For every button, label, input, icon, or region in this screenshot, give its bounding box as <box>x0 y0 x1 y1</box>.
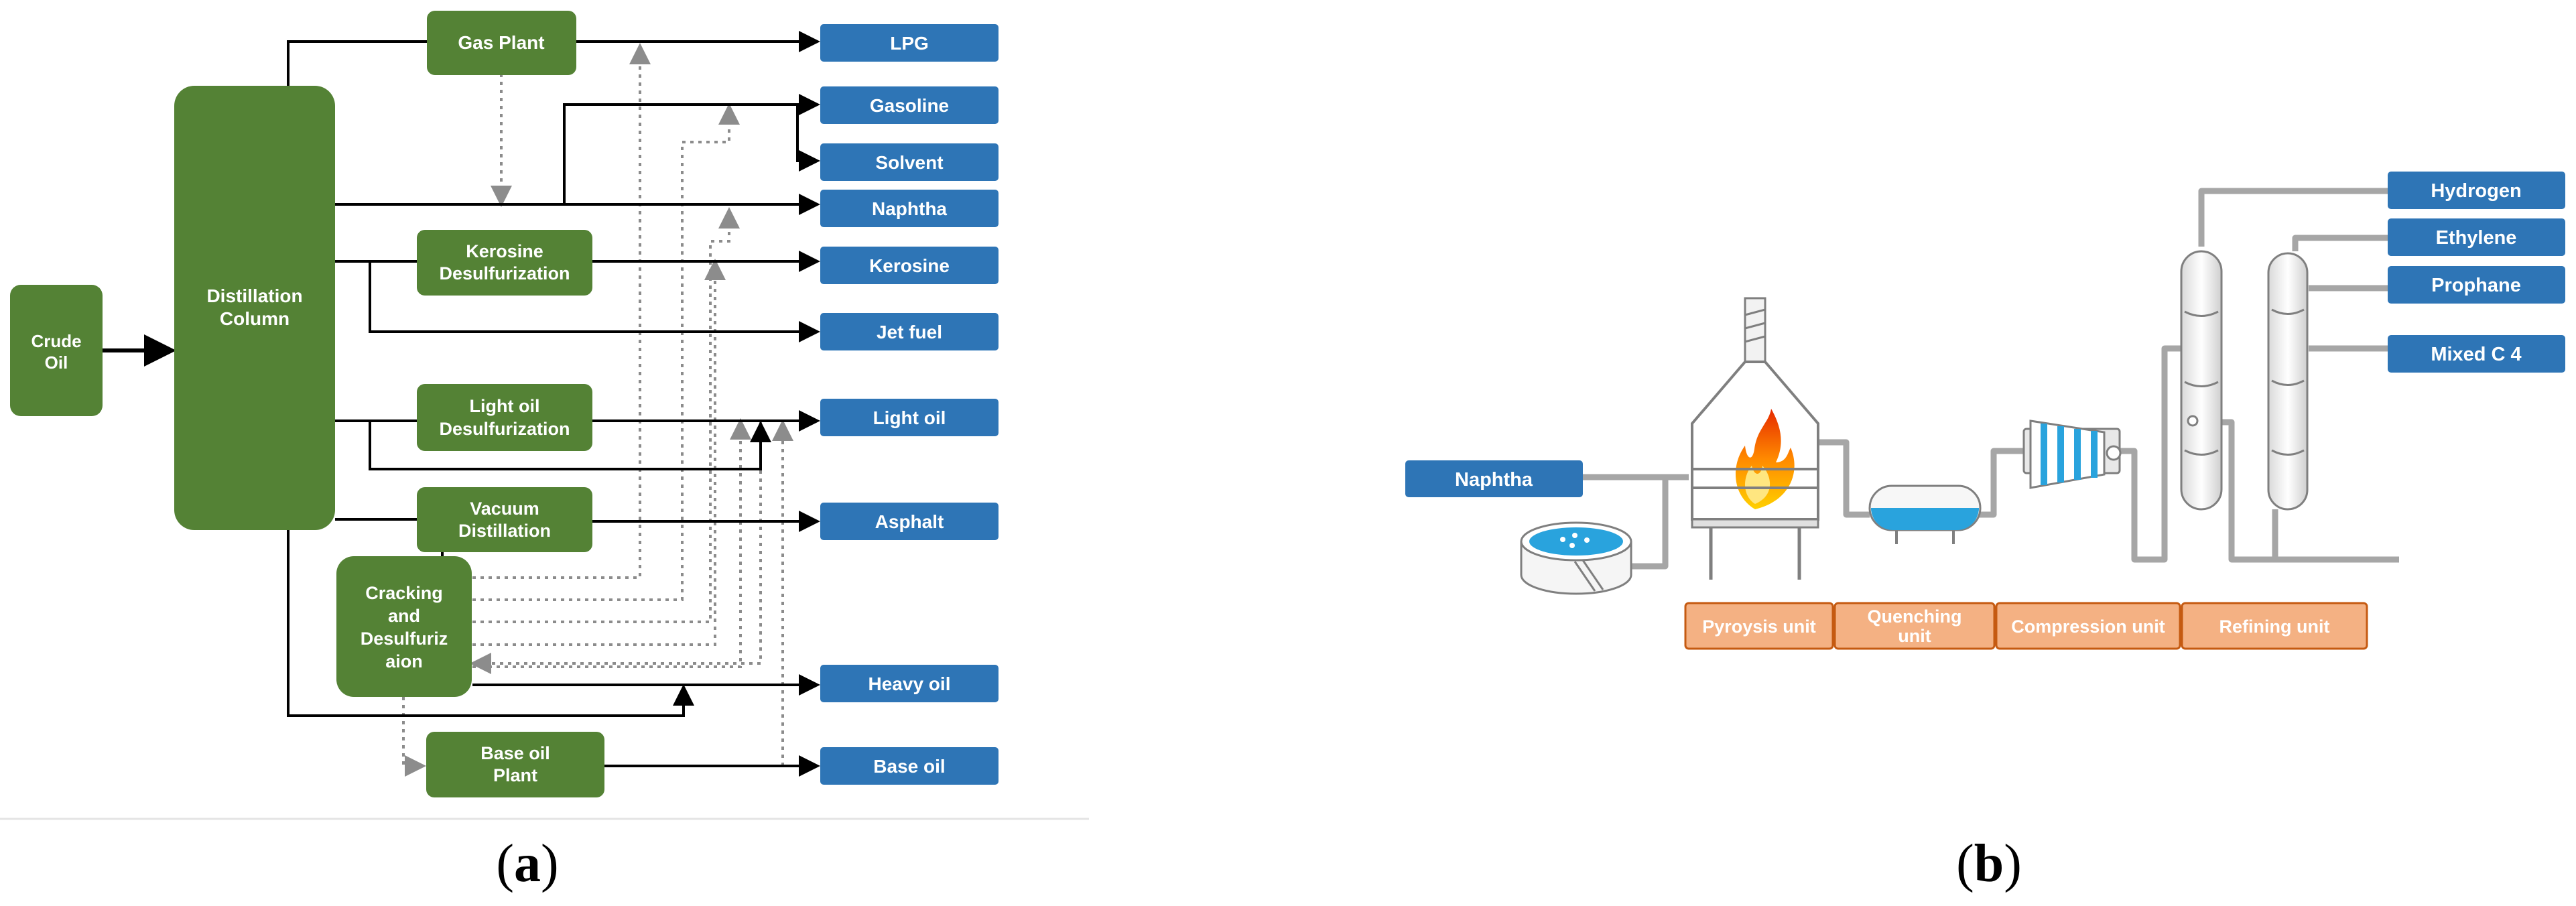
light-oil-desulf-label-1: Light oil <box>470 396 540 416</box>
product-asphalt-label: Asphalt <box>875 511 944 532</box>
flow-column-bottom-to-heavy-oil <box>287 528 694 717</box>
stage-quenching-label-1: Quenching <box>1868 606 1962 627</box>
product-base-oil: Base oil <box>820 747 999 785</box>
gas-plant-label: Gas Plant <box>458 32 544 53</box>
solid-flows <box>103 31 820 777</box>
product-hydrogen-label: Hydrogen <box>2431 180 2521 202</box>
kerosine-desulf-label-2: Desulfurization <box>439 263 570 283</box>
stage-refining-label: Refining unit <box>2219 617 2330 637</box>
panel-b-naphtha-cracking: Naphtha <box>1405 172 2565 893</box>
flow-cracking-to-light-oil-a <box>472 418 751 668</box>
caption-a: (a) <box>496 834 558 893</box>
kerosine-desulf-label-1: Kerosine <box>466 241 543 261</box>
pipe-pool-to-feed <box>1632 477 1669 570</box>
unit-vacuum-distillation: Vacuum Distillation <box>417 487 592 552</box>
refining-column-1-icon <box>2180 250 2223 511</box>
quenching-drum-icon <box>1868 484 1982 544</box>
cracking-label-3: Desulfuriz <box>361 629 448 649</box>
stage-quenching-label-2: unit <box>1898 626 1931 646</box>
pipe-furnace-to-quench <box>1803 439 1870 518</box>
product-kerosine: Kerosine <box>820 247 999 284</box>
product-ethylene: Ethylene <box>2388 218 2565 256</box>
flow-to-solvent <box>796 105 820 172</box>
base-oil-plant-label-2: Plant <box>493 765 537 785</box>
cracking-label-1: Cracking <box>365 583 443 603</box>
vacuum-label-1: Vacuum <box>470 499 539 519</box>
stage-compression-label: Compression unit <box>2011 617 2165 637</box>
product-mixed-c4: Mixed C 4 <box>2388 335 2565 373</box>
product-lpg-label: LPG <box>890 33 929 54</box>
product-lpg: LPG <box>820 24 999 62</box>
product-solvent-label: Solvent <box>875 152 943 173</box>
crude-oil-label-2: Oil <box>45 352 68 373</box>
flow-column-to-gas-plant <box>287 40 427 87</box>
flow-cracking-to-gasoline <box>472 103 740 601</box>
cracking-label-4: aion <box>385 651 423 671</box>
product-asphalt: Asphalt <box>820 503 999 540</box>
distillation-column-label-1: Distillation <box>206 285 302 306</box>
product-naphtha-label: Naphtha <box>872 198 947 219</box>
unit-base-oil-plant: Base oil Plant <box>426 732 604 797</box>
product-solvent: Solvent <box>820 143 999 181</box>
feed-naphtha: Naphtha <box>1405 460 1583 497</box>
refining-column-2-icon <box>2267 252 2309 511</box>
product-hydrogen: Hydrogen <box>2388 172 2565 209</box>
light-oil-desulf-label-2: Desulfurization <box>439 419 570 439</box>
product-ethylene-label: Ethylene <box>2436 227 2517 249</box>
product-jet-fuel-label: Jet fuel <box>877 322 942 342</box>
product-light-oil: Light oil <box>820 399 999 436</box>
flow-cracking-to-base-oil-plant <box>402 697 426 777</box>
base-oil-plant-label-1: Base oil <box>480 743 550 763</box>
unit-cracking-desulfurization: Cracking and Desulfuriz aion <box>336 556 472 697</box>
product-mixed-c4-label: Mixed C 4 <box>2431 344 2521 365</box>
caption-b: (b) <box>1956 834 2022 893</box>
vacuum-label-2: Distillation <box>458 521 551 541</box>
product-base-oil-label: Base oil <box>873 756 945 777</box>
product-prophane: Prophane <box>2388 266 2565 304</box>
flow-bypass-to-light-oil <box>369 421 771 470</box>
unit-light-oil-desulfurization: Light oil Desulfurization <box>417 384 592 451</box>
product-naphtha: Naphtha <box>820 190 999 227</box>
crude-oil-label-1: Crude <box>31 331 81 351</box>
product-heavy-oil-label: Heavy oil <box>868 673 951 694</box>
flow-to-jet-fuel <box>369 261 820 342</box>
dotted-flows <box>402 43 793 777</box>
stage-pyrolysis-label: Pyroysis unit <box>1702 617 1816 637</box>
product-prophane-label: Prophane <box>2431 275 2521 296</box>
product-jet-fuel: Jet fuel <box>820 313 999 350</box>
product-light-oil-label: Light oil <box>873 407 946 428</box>
pyrolysis-furnace-icon <box>1691 297 1819 580</box>
pipe-to-hydrogen <box>2198 188 2388 247</box>
stage-pyrolysis: Pyroysis unit <box>1684 602 1834 650</box>
panel-a-process-flow: Crude Oil Distillation Column Gas Plant … <box>0 11 1089 893</box>
unit-gas-plant: Gas Plant <box>427 11 576 75</box>
pipe-compressor-to-column1 <box>2120 345 2190 563</box>
cracking-label-2: and <box>388 606 420 626</box>
stage-compression: Compression unit <box>1995 602 2181 650</box>
pipe-column1-to-column2 <box>2213 419 2278 563</box>
unit-kerosine-desulfurization: Kerosine Desulfurization <box>417 230 592 296</box>
unit-crude-oil: Crude Oil <box>10 285 103 416</box>
water-pool-icon <box>1520 521 1632 595</box>
product-gasoline: Gasoline <box>820 86 999 124</box>
distillation-column-label-2: Column <box>220 308 289 329</box>
feed-naphtha-label: Naphtha <box>1455 469 1533 491</box>
product-heavy-oil: Heavy oil <box>820 665 999 702</box>
compressor-icon <box>2022 419 2122 489</box>
stage-quenching: Quenching unit <box>1833 602 1996 650</box>
stage-refining: Refining unit <box>2181 602 2368 650</box>
unit-distillation-column: Distillation Column <box>174 86 335 530</box>
product-kerosine-label: Kerosine <box>869 255 950 276</box>
flow-to-gasoline <box>563 94 820 204</box>
flow-cracking-to-kerosine <box>472 259 726 646</box>
product-gasoline-label: Gasoline <box>870 95 949 116</box>
flow-light-oil-to-cracking <box>470 422 762 674</box>
pipes <box>1583 188 2399 570</box>
pipe-to-ethylene <box>2292 235 2388 251</box>
